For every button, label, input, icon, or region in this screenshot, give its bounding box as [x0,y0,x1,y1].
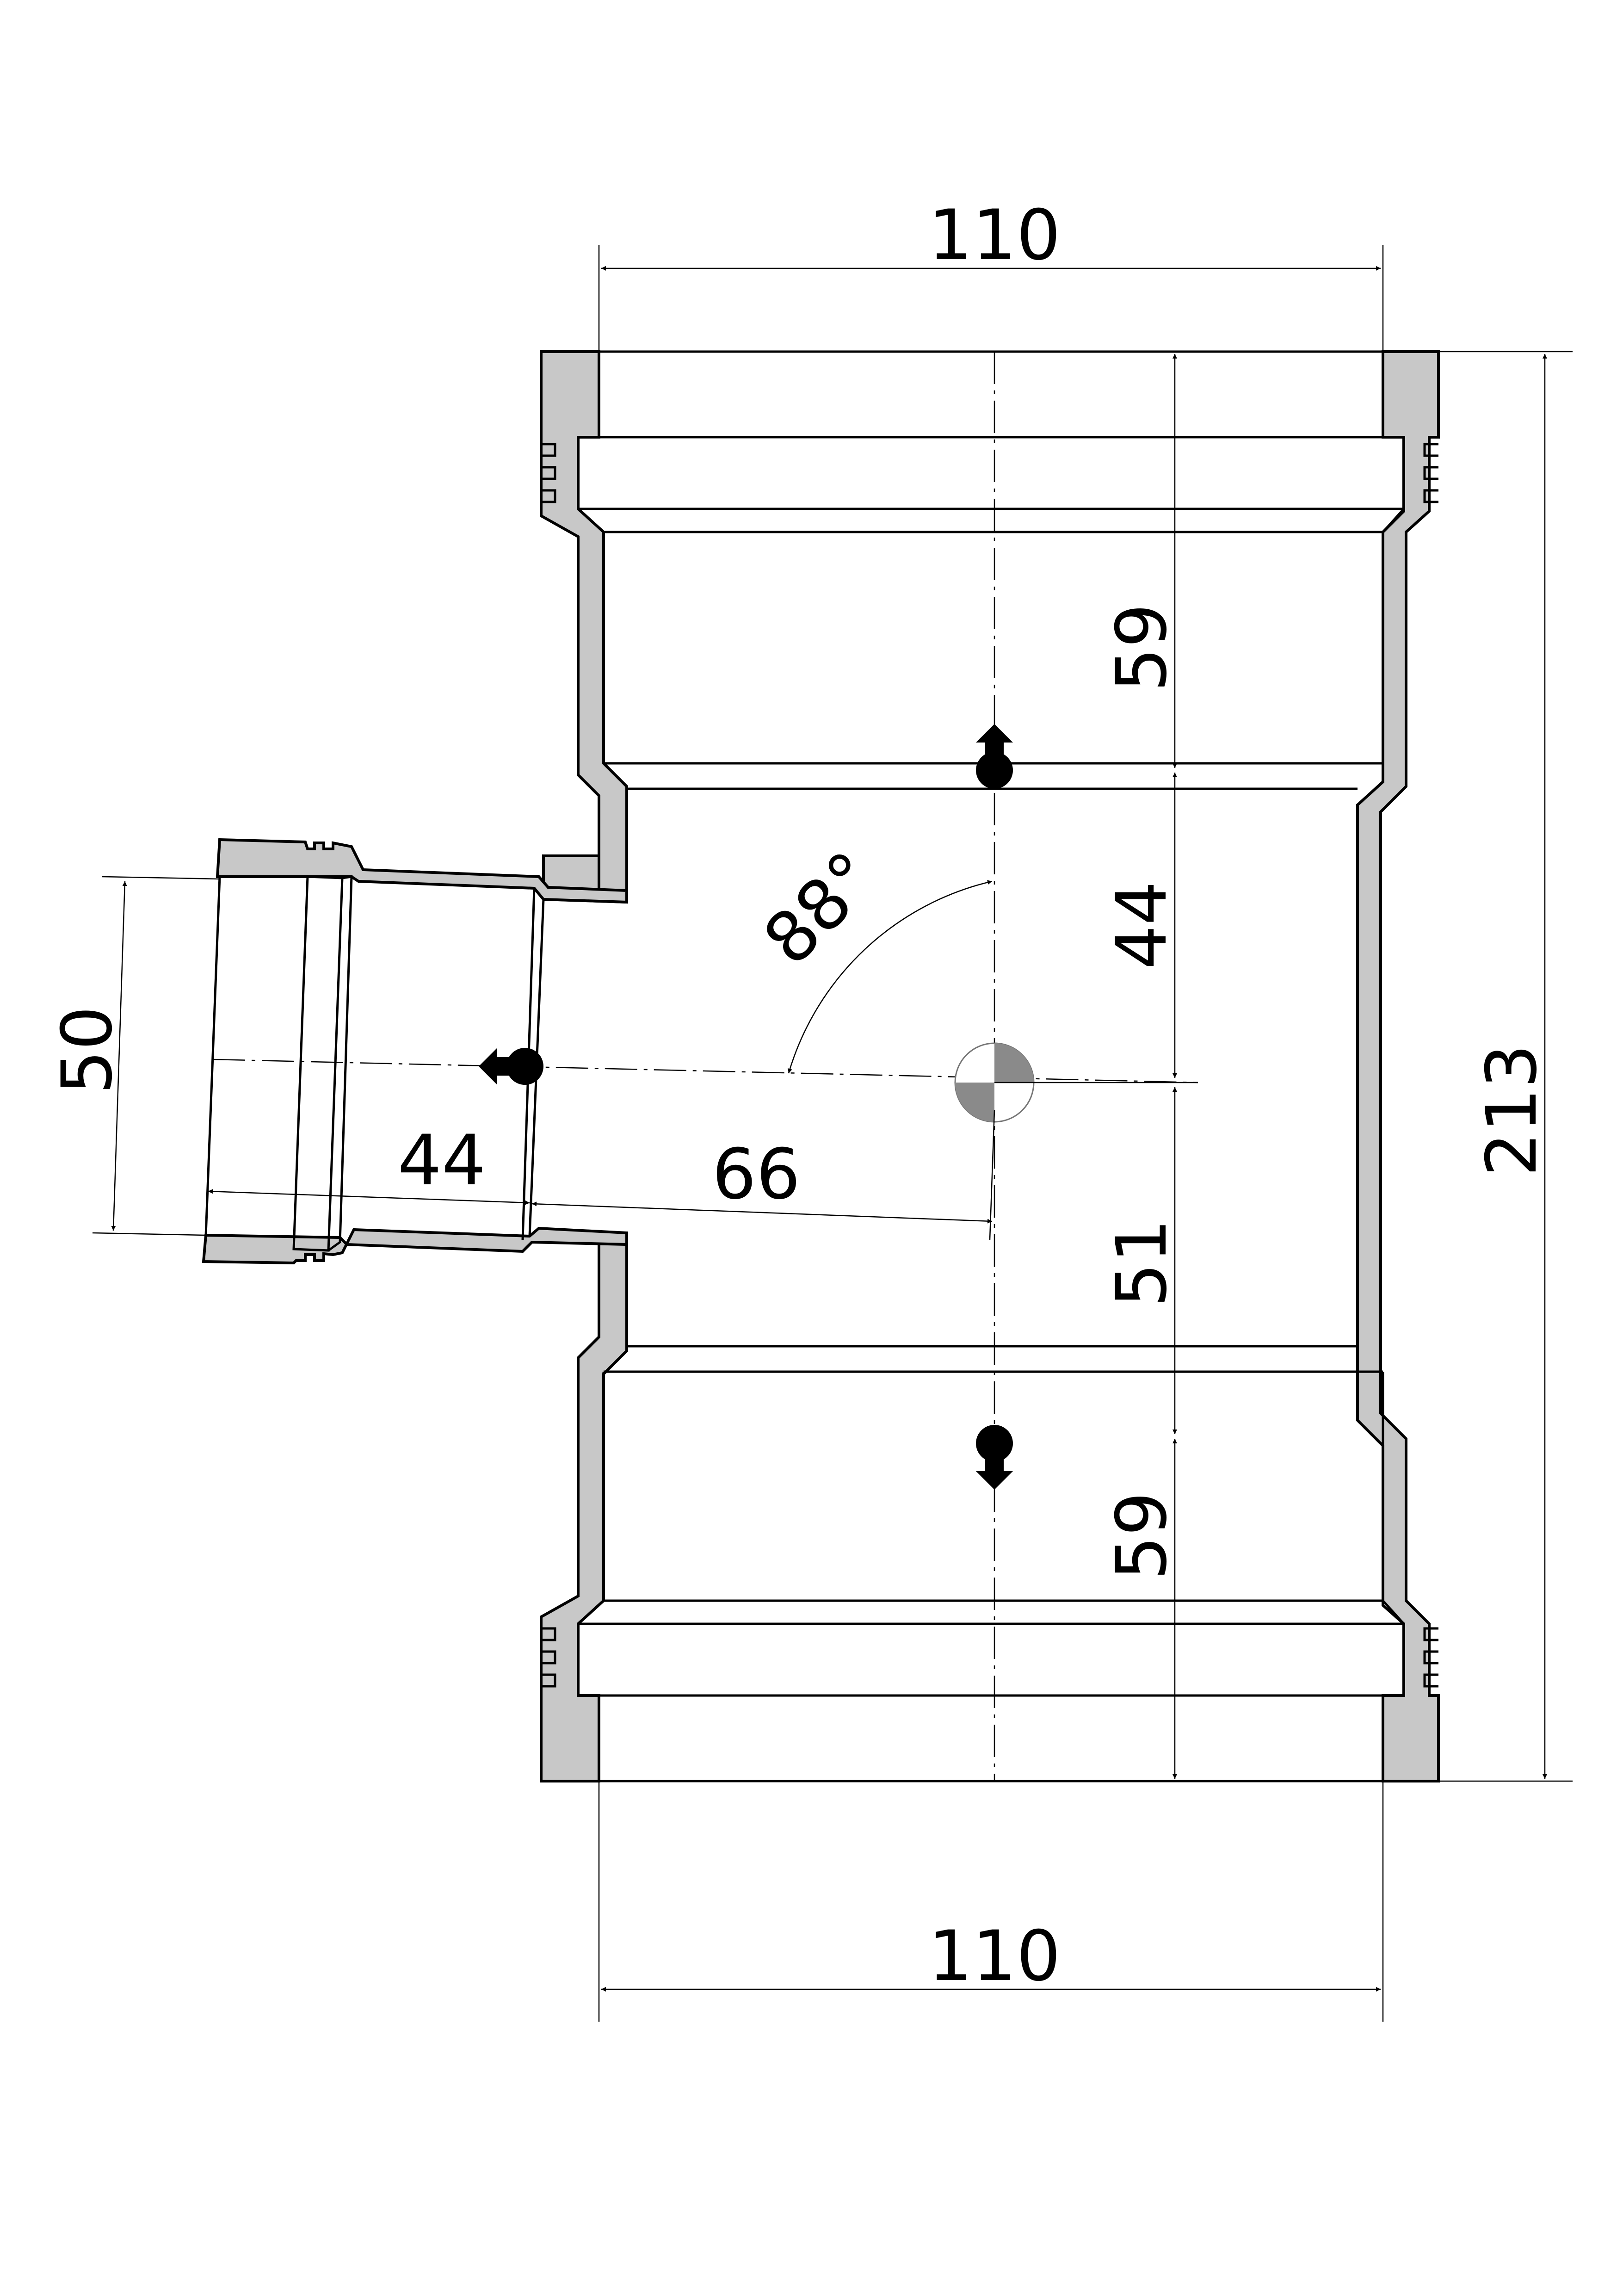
branch-upper-wall [216,838,628,904]
left-wall-lower [540,1232,628,1782]
dim-total-213: 213 [1472,1044,1552,1176]
dim-51: 51 [1102,1219,1182,1307]
branch-pipe [202,838,628,1265]
branch-lower-wall [202,1226,628,1265]
dim-upper-59: 59 [1102,604,1182,692]
center-axes [212,352,1198,1781]
dim-branch-66: 66 [712,1134,801,1215]
dim-44: 44 [1102,881,1182,970]
flow-markers [479,724,1013,1490]
dim-angle-88: 88° [748,836,892,980]
seal-grooves [541,443,1438,1688]
main-inner-lines [541,350,1438,1782]
dim-branch-50: 50 [47,1006,128,1095]
dim-bottom-110: 110 [928,1916,1061,1997]
dim-top-110: 110 [928,195,1061,276]
center-marker [954,1042,1198,1123]
dimension-labels: 110 110 213 59 44 51 59 50 44 66 88° [47,195,1552,1997]
main-body [540,350,1440,1782]
dim-lower-59: 59 [1102,1492,1182,1580]
dim-branch-44: 44 [398,1120,486,1201]
dimension-lines [92,245,1573,2022]
right-wall [1356,350,1440,1782]
left-wall-upper [540,350,628,901]
